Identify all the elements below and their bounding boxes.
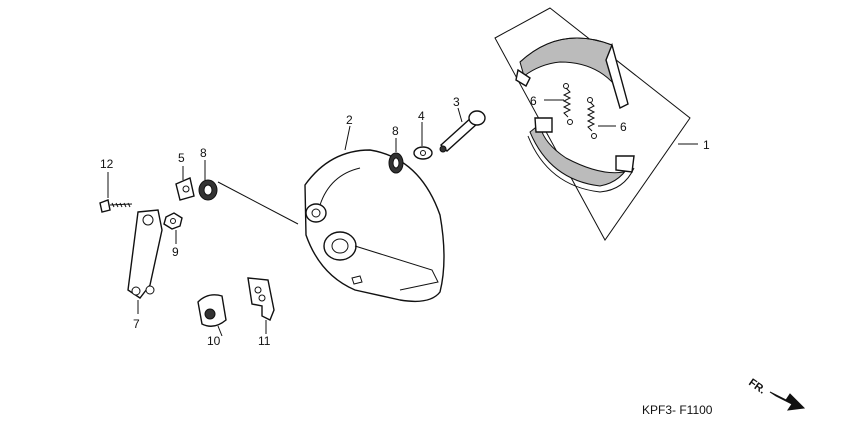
callout-7: 7 [133, 317, 140, 331]
callout-5: 5 [178, 151, 185, 165]
brake-spring-upper [562, 83, 573, 125]
diagram-code: KPF3- F1100 [642, 403, 713, 417]
flange-bolt [99, 199, 133, 213]
cable-guide [197, 294, 227, 327]
cable-bracket [247, 277, 275, 321]
hex-nut [163, 212, 183, 230]
brake-spring-lower [586, 97, 597, 139]
felt-seal-left [198, 179, 218, 201]
callout-11: 11 [258, 334, 271, 348]
lower-brake-shoe [527, 117, 635, 193]
upper-brake-shoe [515, 37, 629, 110]
brake-cam [439, 110, 486, 153]
brake-arm [127, 209, 163, 299]
brake-panel [304, 149, 445, 303]
felt-seal-right [388, 152, 404, 174]
direction-indicator: FR. [746, 377, 806, 411]
callout-6a: 6 [530, 94, 537, 108]
indicator-lever [175, 177, 195, 201]
leader-lines [107, 99, 698, 337]
direction-label: FR. [746, 377, 767, 397]
callout-1: 1 [703, 138, 710, 152]
callout-9: 9 [172, 245, 179, 259]
callout-4: 4 [418, 109, 425, 123]
brake-shoe-set-box [494, 7, 691, 241]
leader-8-to-panel [217, 181, 299, 225]
arrow-right-down-icon [769, 391, 806, 411]
callout-3: 3 [453, 95, 460, 109]
callout-10: 10 [207, 334, 221, 348]
callout-12: 12 [100, 157, 114, 171]
wear-indicator-plate [413, 146, 433, 160]
callout-2: 2 [346, 113, 353, 127]
callout-8b: 8 [392, 124, 399, 138]
callout-8a: 8 [200, 146, 207, 160]
callout-6b: 6 [620, 120, 627, 134]
